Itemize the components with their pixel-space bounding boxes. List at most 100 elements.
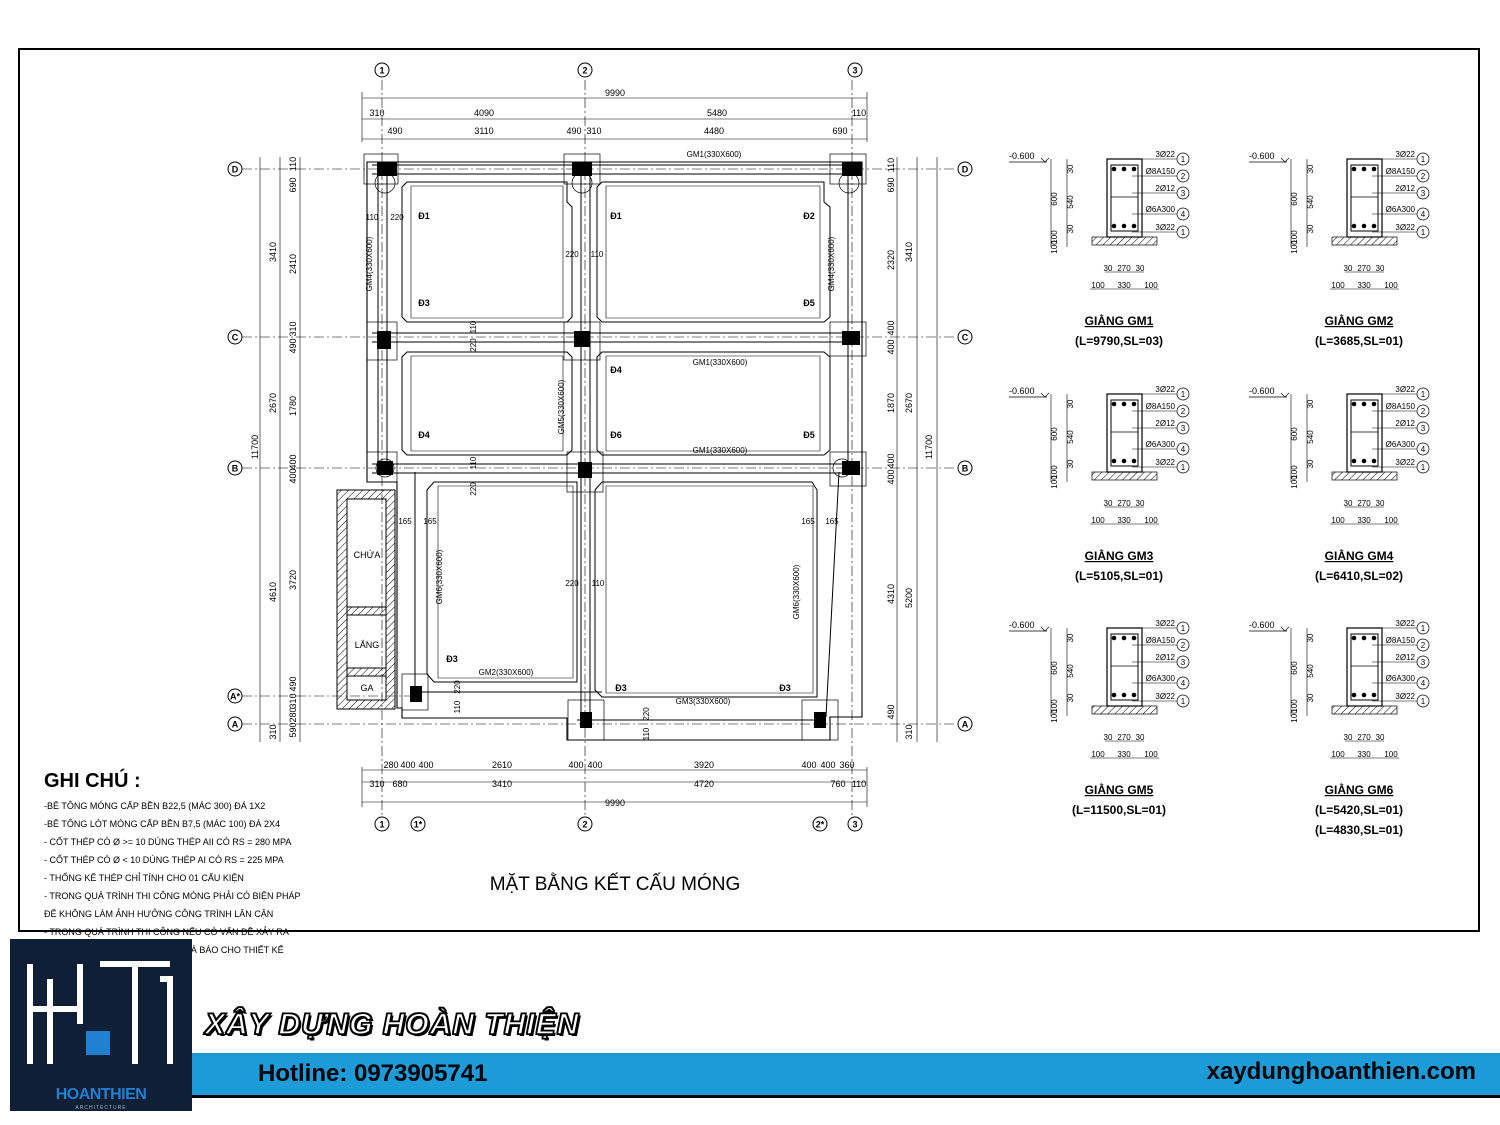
rebar-marker: 1	[1181, 390, 1186, 399]
rebar-marker: 1	[1181, 228, 1186, 237]
section-dim: 270	[1357, 499, 1371, 508]
section-mark	[1361, 223, 1367, 229]
axis-bubble-bottom: 1	[374, 816, 390, 832]
axis-bubble-bottom: 1*	[410, 816, 426, 832]
section-level: -0.600	[1009, 151, 1035, 161]
website-link[interactable]: xaydunghoanthien.com	[1206, 1058, 1476, 1085]
rebar-marker: 1	[1421, 390, 1426, 399]
section-mark	[1176, 655, 1190, 669]
rebar-marker: 1	[1421, 228, 1426, 237]
section-dim: 270	[1357, 733, 1371, 742]
svg-text:1: 1	[379, 820, 384, 830]
slab-label: Đ3	[615, 683, 627, 693]
section-mark	[1091, 471, 1158, 481]
section-dim: 270	[1117, 264, 1131, 273]
rebar-marker: 2	[1181, 172, 1186, 181]
section-dim: 270	[1357, 264, 1371, 273]
section-mark	[1111, 166, 1117, 172]
section-mark	[1361, 166, 1367, 172]
rebar-callout: Ø8A150	[1386, 402, 1416, 411]
note-line: - TRONG QUÁ TRÌNH THI CÔNG NẾU CÓ VẤN ĐỀ…	[44, 927, 289, 937]
axis-bubble-top: 3	[847, 62, 863, 78]
footer-banner: HOANTHIEN ARCHITECTURE XÂY DỰNG HOÀN THI…	[0, 936, 1500, 1125]
section-dim: 100	[1050, 240, 1059, 254]
rebar-callout: 3Ø22	[1155, 150, 1175, 159]
section-mark	[1131, 401, 1137, 407]
dim-top-overall: 9990	[605, 88, 625, 98]
rebar-marker: 4	[1181, 679, 1186, 688]
section-mark	[1176, 621, 1190, 635]
note-line: ĐỂ KHÔNG LÀM ẢNH HƯỞNG CÔNG TRÌNH LÂN CẬ…	[44, 909, 274, 919]
rebar-callout: Ø8A150	[1386, 636, 1416, 645]
inner-dim: 220	[565, 250, 579, 259]
section-mark	[1176, 694, 1190, 708]
tank-label: GA	[360, 683, 373, 693]
dim-bottom: 4720	[694, 779, 714, 789]
section-title: GIẰNG GM1	[1085, 313, 1154, 328]
svg-text:3: 3	[852, 820, 857, 830]
rebar-callout: 3Ø22	[1155, 619, 1175, 628]
section-mark	[1351, 166, 1357, 172]
dim-right: 400	[886, 453, 896, 468]
section-dim: 100	[1290, 240, 1299, 254]
dim-right: 5200	[904, 588, 914, 608]
dim-bottom: 360	[839, 760, 854, 770]
rebar-marker: 4	[1421, 445, 1426, 454]
section-mark	[1280, 157, 1290, 163]
section-dim: 30	[1066, 693, 1075, 702]
rebar-marker: 1	[1421, 463, 1426, 472]
beam-label-gm6: GM6(330X600)	[435, 549, 444, 604]
dim-bottom: 680	[392, 779, 407, 789]
section-mark	[1371, 692, 1377, 698]
axis-bubble-left: D	[227, 161, 243, 177]
dim-top: 4480	[704, 126, 724, 136]
section-dim: 30	[1376, 733, 1385, 742]
section-dim: 30	[1376, 499, 1385, 508]
section-mark	[1351, 458, 1357, 464]
inner-dim: 110	[591, 250, 604, 259]
rebar-marker: 3	[1421, 424, 1426, 433]
section-mark	[1371, 223, 1377, 229]
section-level: -0.600	[1009, 620, 1035, 630]
section-dim: 100	[1331, 750, 1345, 759]
dim-right: 2320	[886, 250, 896, 270]
section-dim: 100	[1331, 516, 1345, 525]
svg-text:D: D	[232, 165, 239, 175]
rebar-marker: 4	[1421, 210, 1426, 219]
inner-dim: 220	[642, 707, 651, 721]
dim-right: 690	[886, 177, 896, 192]
axis-bubble-right: D	[957, 161, 973, 177]
section-title: GIẰNG GM4	[1325, 548, 1394, 563]
section-mark	[1416, 621, 1430, 635]
axis-bubble-left: A*	[227, 688, 243, 704]
section-mark	[1416, 225, 1430, 239]
section-dim: 330	[1357, 281, 1371, 290]
rebar-marker: 2	[1181, 641, 1186, 650]
rebar-marker: 1	[1421, 697, 1426, 706]
section-title: GIẰNG GM6	[1325, 782, 1394, 797]
section-mark	[1111, 692, 1117, 698]
section-mark	[1280, 392, 1290, 398]
note-line: - CỐT THÉP CÓ Ø >= 10 DÙNG THÉP AII CÓ R…	[44, 837, 292, 847]
axis-bubble-right: B	[957, 460, 973, 476]
section-mark	[1416, 442, 1430, 456]
inner-dim: 110	[469, 320, 478, 333]
inner-dim: 220	[469, 338, 478, 352]
section-dim: 100	[1290, 230, 1299, 244]
inner-dim: 220	[453, 680, 462, 694]
inner-dim: 110	[642, 727, 651, 740]
rebar-callout: 3Ø22	[1395, 458, 1415, 467]
section-mark	[1371, 458, 1377, 464]
rebar-callout: Ø6A300	[1146, 205, 1176, 214]
dim-right: 2670	[904, 393, 914, 413]
section-mark	[1131, 458, 1137, 464]
section-dim: 600	[1290, 661, 1299, 675]
section-dim: 30	[1136, 733, 1145, 742]
section-title: GIẰNG GM5	[1085, 782, 1154, 797]
section-dim: 100	[1091, 281, 1105, 290]
svg-text:B: B	[962, 464, 969, 474]
section-dim: 100	[1144, 281, 1158, 290]
inner-dim: 165	[825, 517, 839, 526]
